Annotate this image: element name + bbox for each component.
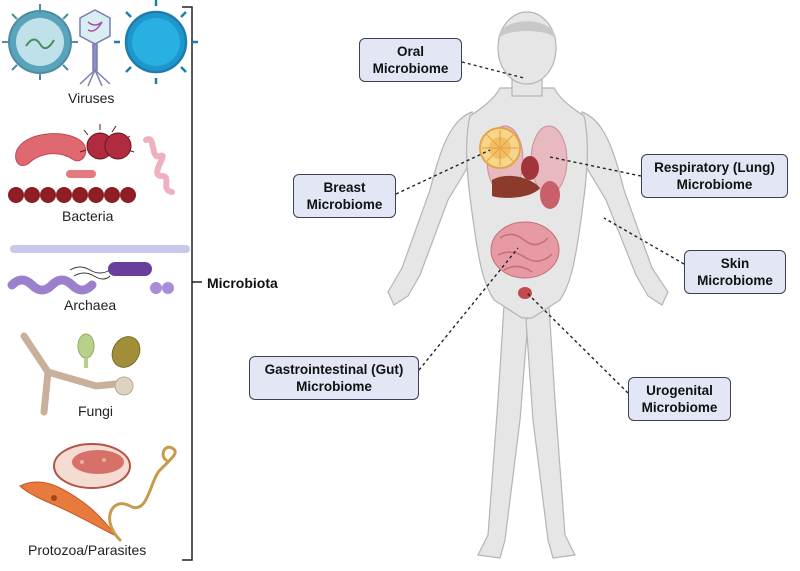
microbiota-bracket (182, 6, 202, 561)
left-leg (477, 288, 529, 559)
hair (498, 21, 556, 40)
urogenital-box-line1: Urogenital (646, 383, 713, 398)
right-leg (525, 288, 576, 559)
respiratory-box-line1: Respiratory (Lung) (654, 160, 775, 175)
connector-lines (395, 61, 685, 394)
stomach (540, 181, 560, 209)
microbiota-label: Microbiota (207, 275, 278, 291)
liver (492, 175, 540, 198)
archaeon-wavy (7, 275, 97, 295)
protozoa-illustration (19, 443, 177, 542)
skin-microbiome-box: Skin Microbiome (684, 250, 786, 294)
human-body-figure (387, 11, 669, 559)
fungus-spore-round (114, 376, 134, 396)
protozoan-helminth (108, 445, 177, 542)
respiratory-box-line2: Microbiome (676, 177, 753, 192)
virus-spiky (2, 4, 78, 80)
protozoa-label: Protozoa/Parasites (28, 542, 147, 558)
bacterium-spirillum (143, 136, 175, 195)
bacterium-streptococcus-chain (8, 187, 136, 203)
heart (521, 156, 539, 180)
fungus-spore-green (77, 333, 95, 368)
oral-box-line1: Oral (396, 44, 424, 59)
intestines (490, 221, 560, 279)
protozoan-ciliate (53, 443, 131, 489)
archaeon-flagellated (69, 262, 152, 280)
virus-enveloped (114, 0, 198, 84)
archaea-label: Archaea (64, 297, 117, 313)
gut-box-line1: Gastrointestinal (Gut) (264, 362, 404, 377)
fungus-hyphae (20, 332, 120, 416)
fungi-illustration (20, 332, 141, 416)
fungus-spore-olive (111, 336, 141, 368)
breast-box-line1: Breast (323, 180, 366, 195)
urogenital-box-line2: Microbiome (641, 400, 718, 415)
torso (466, 87, 588, 319)
archaeon-long-rod (10, 245, 190, 253)
respiratory-microbiome-box: Respiratory (Lung) Microbiome (641, 154, 788, 198)
viruses-illustration (2, 0, 198, 87)
viruses-label: Viruses (68, 90, 115, 106)
oral-microbiome-box: Oral Microbiome (359, 38, 462, 82)
oral-connector (461, 61, 525, 79)
breast-box-line2: Microbiome (306, 197, 383, 212)
skin-box-line1: Skin (720, 256, 750, 271)
bacterium-rod-curved (15, 133, 87, 166)
skin-box-line2: Microbiome (697, 273, 773, 288)
oral-box-line2: Microbiome (372, 61, 449, 76)
breast-highlight (479, 127, 521, 169)
breast-microbiome-box: Breast Microbiome (293, 174, 396, 218)
right-arm (575, 111, 669, 306)
gut-connector (418, 247, 519, 371)
bacteria-illustration (8, 124, 175, 203)
gut-microbiome-box: Gastrointestinal (Gut) Microbiome (249, 356, 419, 400)
bladder (518, 287, 532, 299)
bacterium-small-rod (66, 170, 96, 178)
archaea-illustration (7, 245, 190, 295)
archaeon-cocci (150, 282, 174, 294)
breast-connector (395, 149, 491, 195)
virus-bacteriophage (79, 9, 111, 87)
left-arm (387, 111, 479, 306)
urogenital-microbiome-box: Urogenital Microbiome (628, 377, 731, 421)
intestine-folds (497, 233, 553, 273)
bacteria-label: Bacteria (62, 208, 114, 224)
fungi-label: Fungi (78, 403, 114, 419)
bacterium-diplococcus (79, 124, 135, 160)
protozoan-trypanosome (19, 481, 117, 537)
gut-box-line2: Microbiome (296, 379, 372, 394)
